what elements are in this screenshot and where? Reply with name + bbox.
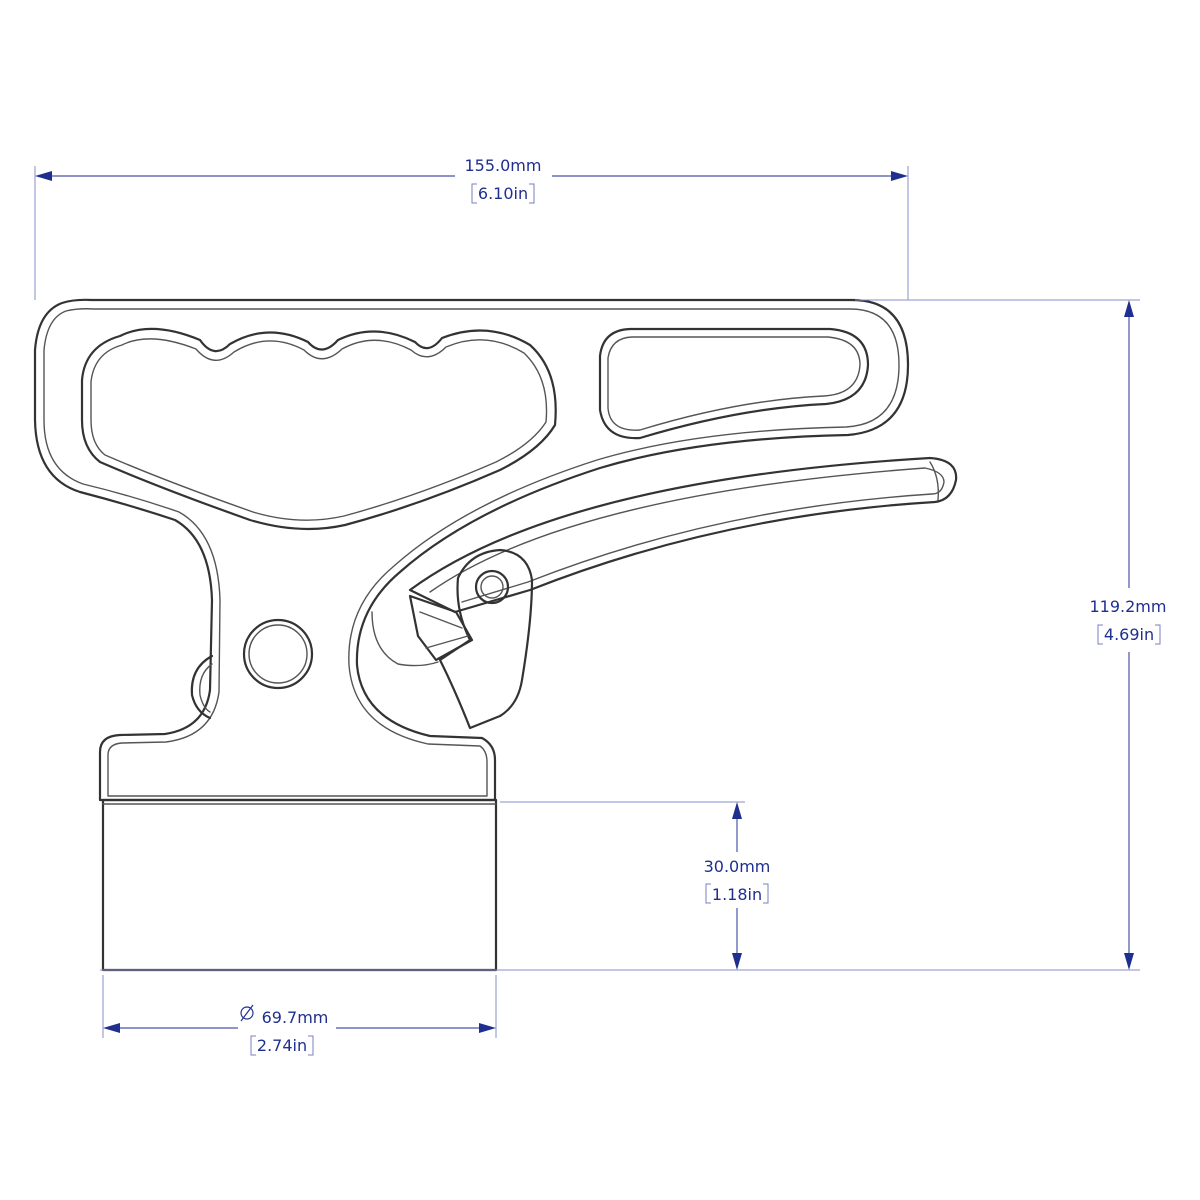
dimension-cap-height-mm: 30.0mm (704, 857, 771, 876)
grip-window (80, 327, 557, 531)
slot-window-inset (607, 336, 861, 431)
dimension-cap-height-bracket (705, 883, 769, 904)
arrow-dia-right (479, 1023, 496, 1033)
pivot-boss (242, 618, 314, 690)
lever-inset (429, 467, 945, 603)
body-outer-outline (33, 298, 910, 802)
dimension-height-in: 4.69in (1104, 625, 1154, 644)
dimension-width-in: 6.10in (478, 184, 528, 203)
dimension-cap-height: 30.0mm 1.18in (704, 802, 771, 970)
side-notch (190, 654, 214, 720)
arrow-left (35, 171, 52, 181)
arrow-down (1124, 953, 1134, 970)
extension-lines (34, 166, 1140, 1038)
dimension-width: 155.0mm 6.10in (35, 156, 908, 204)
slot-window (598, 327, 870, 440)
arrow-right (891, 171, 908, 181)
dimension-height-bracket (1097, 624, 1161, 645)
lever-pivot-pin-inner (480, 575, 504, 599)
cap (101, 798, 498, 972)
dimension-diameter: 69.7mm 2.74in (103, 1004, 496, 1056)
arrow-cap-up (732, 802, 742, 819)
handle-body (33, 298, 910, 802)
grip-window-inset (90, 338, 548, 521)
dimension-cap-height-in: 1.18in (712, 885, 762, 904)
side-notch-inset (199, 663, 213, 713)
linkage-block (408, 594, 474, 662)
arrow-cap-down (732, 953, 742, 970)
dimension-height-mm: 119.2mm (1090, 597, 1167, 616)
dimension-diameter-in: 2.74in (257, 1036, 307, 1055)
dimension-diameter-mm: 69.7mm (262, 1008, 329, 1027)
lever-outline (408, 456, 958, 614)
dimension-height: 119.2mm 4.69in (1090, 300, 1167, 970)
lever-pivot-pin (474, 569, 510, 605)
dimension-width-bracket (471, 183, 535, 204)
cap-body (101, 798, 498, 972)
dimension-width-mm: 155.0mm (465, 156, 542, 175)
trigger-lever (371, 456, 958, 730)
arrow-up (1124, 300, 1134, 317)
lever-tip-ridge (929, 461, 940, 501)
diameter-symbol-icon (240, 1004, 254, 1022)
arrow-dia-left (103, 1023, 120, 1033)
cam-arc (371, 611, 439, 667)
body-outer-inset (43, 308, 900, 797)
dimension-diameter-bracket (250, 1035, 314, 1056)
linkage-block-line (419, 611, 469, 649)
pivot-boss-inset (248, 624, 308, 684)
